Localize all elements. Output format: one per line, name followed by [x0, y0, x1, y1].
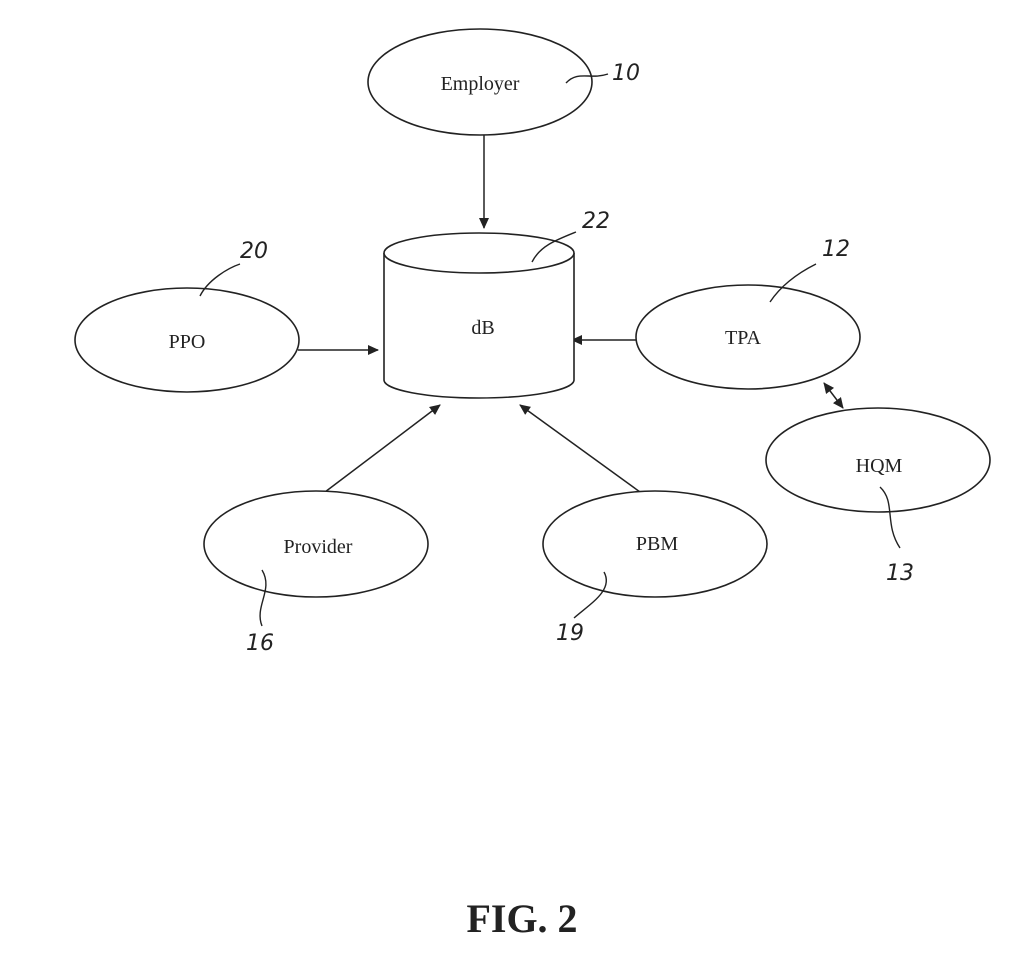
- employer-ref: 10: [612, 61, 640, 86]
- tpa-node: TPA: [636, 285, 860, 389]
- figure-label: FIG. 2: [466, 896, 577, 941]
- provider-node: Provider: [204, 491, 428, 597]
- pbm-label: PBM: [636, 533, 678, 555]
- employer-node: Employer: [368, 29, 592, 135]
- database-node: dB: [384, 233, 574, 398]
- edge-pbm-to-db: [520, 405, 640, 492]
- ppo-ref: 20: [240, 239, 268, 264]
- ppo-label: PPO: [169, 331, 206, 353]
- employer-label: Employer: [441, 73, 520, 95]
- provider-ref: 16: [246, 631, 274, 656]
- ppo-node: PPO: [75, 288, 299, 392]
- edge-provider-to-db: [325, 405, 440, 492]
- hqm-node: HQM: [766, 408, 990, 512]
- tpa-label: TPA: [725, 327, 762, 349]
- database-label: dB: [471, 317, 494, 339]
- pbm-ref: 19: [556, 621, 584, 646]
- provider-label: Provider: [284, 536, 353, 558]
- hqm-ref: 13: [886, 561, 914, 586]
- hqm-label: HQM: [856, 455, 903, 477]
- tpa-ref: 12: [822, 237, 850, 262]
- pbm-node: PBM: [543, 491, 767, 597]
- database-ref: 22: [582, 209, 610, 234]
- edge-tpa-hqm: [824, 383, 843, 408]
